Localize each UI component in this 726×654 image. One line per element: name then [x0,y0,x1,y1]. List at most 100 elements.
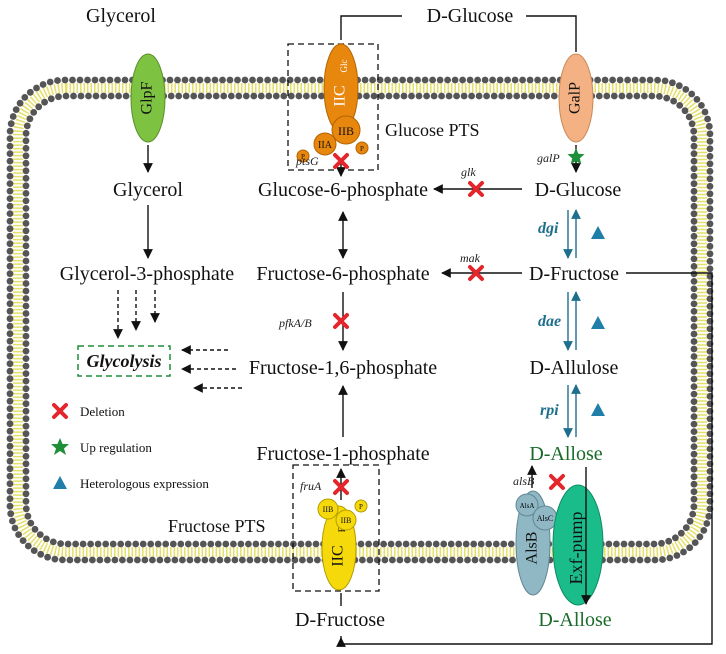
lipid-head [385,92,393,100]
lipid-head [690,278,698,285]
lipid-head [441,556,449,564]
fructose-pts-label: Fructose PTS [168,516,266,536]
p-glc-1: P [301,153,305,161]
lipid-head [701,108,709,116]
lipid-head [224,556,231,564]
lipid-head [703,520,711,527]
lipid-head [24,542,32,550]
lipid-head [372,540,380,548]
lipid-head [6,427,14,435]
lipid-head [22,302,30,310]
lipid-head [451,76,459,84]
lipid-head [690,270,698,278]
lipid-head [641,92,648,100]
lipid-head [690,157,698,165]
lipid-head [490,92,498,100]
lipid-head [21,94,29,101]
lipid-head [690,323,698,330]
lipid-head [706,235,714,243]
lipid-head [216,556,224,564]
lipid-head [690,503,698,511]
lipid-head [6,127,14,135]
lipid-head [181,76,189,84]
lipid-head [227,92,235,100]
lipid-head [6,442,14,450]
lipid-head [6,382,14,390]
lipid-head [22,400,30,408]
lipid-head [690,315,698,323]
lipid-head [109,540,117,548]
lipid-head [265,92,273,100]
glucose-pts-complex: IIC Glc IIB IIA P P [287,43,379,171]
lipid-head [267,540,275,548]
lipid-head [102,540,110,548]
lipid-head [122,92,130,100]
lipid-head [357,540,365,548]
lipid-head [106,76,114,84]
lipid-head [526,76,534,84]
glycolysis-label: Glycolysis [87,351,162,371]
lipid-head [22,347,30,355]
lipid-head [204,76,211,84]
lipid-head [680,548,687,556]
lipid-head [690,187,698,195]
lipid-head [100,92,107,100]
lipid-head [706,175,714,183]
lipid-head [134,556,141,564]
lipid-head [9,517,16,525]
lipid-head [241,76,249,84]
lipid-head [6,172,14,180]
lipid-head [147,540,155,548]
lipid-head [501,556,509,564]
lipid-head [415,92,423,100]
lipid-head [483,92,490,100]
lipid-head [606,556,614,564]
lipid-head [30,109,38,116]
lipid-head [22,295,30,302]
lipid-head [6,300,14,308]
lipid-head [242,92,250,100]
lipid-head [6,270,14,278]
lipid-head [369,76,376,84]
lipid-head [438,92,445,100]
lipid-head [260,540,267,548]
lipid-head [6,217,14,225]
lipid-head [690,330,698,338]
lipid-head [175,92,183,100]
lipid-head [391,76,399,84]
lipid-head [23,122,31,130]
lipid-head [6,322,14,330]
lipid-head [22,129,30,137]
iib-glc-label: IIB [338,124,354,138]
legend-up-regulation-icon [51,438,69,455]
lipid-head [162,540,170,548]
lipid-head [411,556,419,564]
lipid-head [661,77,669,85]
lipid-head [496,76,504,84]
lipid-head [626,92,633,100]
lipid-head [646,76,654,84]
lipid-head [22,355,30,362]
lipid-head [425,540,433,548]
lipid-head [209,556,216,564]
lipid-head [284,556,291,564]
deletion-pfkAB-icon [333,313,349,329]
lipid-head [603,92,611,100]
lipid-head [104,556,111,564]
lipid-head [675,82,683,90]
lipid-head [57,540,64,547]
lipid-head [287,92,295,100]
lipid-head [705,122,713,130]
deletion-fruA-icon [333,479,349,495]
lipid-head [107,92,115,100]
heterologous-dgi-icon [591,226,605,239]
deletion-ptsG-icon [333,153,349,169]
lipid-head [706,227,714,235]
lipid-head [295,92,303,100]
lipid-head [6,412,14,420]
lipid-head [6,277,14,285]
lipid-head [174,76,181,84]
lipid-head [396,556,404,564]
lipid-head [690,300,698,308]
glpf-label: GlpF [139,81,156,114]
